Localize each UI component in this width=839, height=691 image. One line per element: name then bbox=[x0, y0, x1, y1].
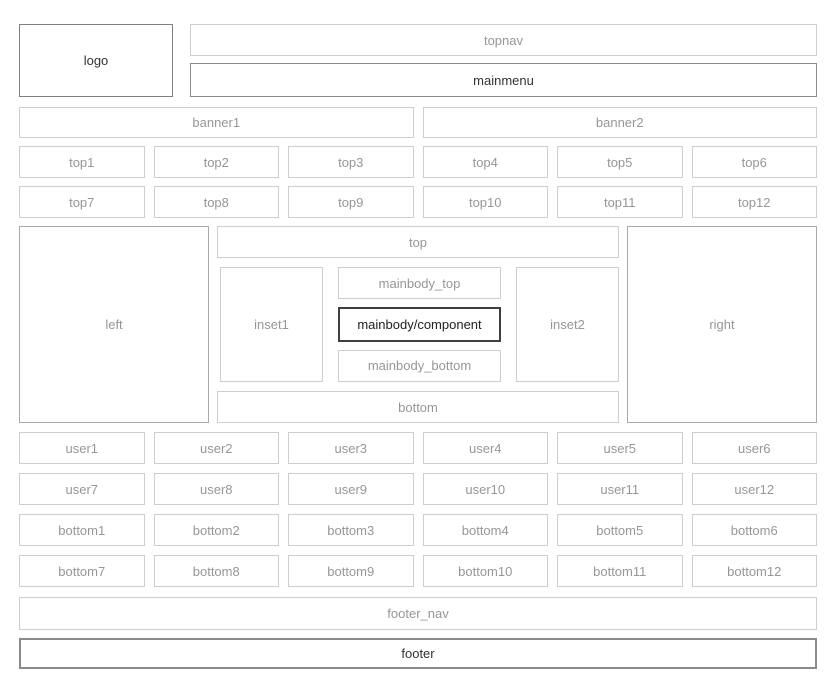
position-footer-nav: footer_nav bbox=[19, 597, 817, 630]
position-user10: user10 bbox=[422, 473, 548, 505]
top-row-2: top7 top8 top9 top10 top11 top12 bbox=[19, 186, 817, 218]
middle-section: left top inset1 mainbody_top mainbody/co… bbox=[19, 226, 817, 423]
position-logo: logo bbox=[19, 24, 173, 97]
position-user3: user3 bbox=[288, 432, 414, 464]
position-user5: user5 bbox=[557, 432, 683, 464]
position-top11: top11 bbox=[557, 186, 683, 218]
position-user4: user4 bbox=[422, 432, 548, 464]
position-user2: user2 bbox=[153, 432, 279, 464]
position-bottom1: bottom1 bbox=[19, 514, 145, 546]
header-menus: topnav mainmenu bbox=[190, 24, 817, 97]
position-top1: top1 bbox=[19, 146, 145, 178]
position-top2: top2 bbox=[153, 146, 279, 178]
center-column: top inset1 mainbody_top mainbody/compone… bbox=[217, 226, 619, 423]
position-inset2: inset2 bbox=[516, 267, 619, 382]
position-top3: top3 bbox=[288, 146, 414, 178]
position-user12: user12 bbox=[691, 473, 817, 505]
position-inset1: inset1 bbox=[220, 267, 323, 382]
position-top4: top4 bbox=[422, 146, 548, 178]
position-top12: top12 bbox=[691, 186, 817, 218]
position-mainbody-component: mainbody/component bbox=[338, 307, 501, 342]
position-mainbody-bottom: mainbody_bottom bbox=[338, 349, 501, 382]
position-right: right bbox=[627, 226, 817, 423]
position-bottom5: bottom5 bbox=[557, 514, 683, 546]
position-top6: top6 bbox=[691, 146, 817, 178]
position-user6: user6 bbox=[691, 432, 817, 464]
position-user11: user11 bbox=[557, 473, 683, 505]
position-user9: user9 bbox=[288, 473, 414, 505]
banner-row: banner1 banner2 bbox=[19, 107, 817, 138]
position-topnav: topnav bbox=[190, 24, 817, 56]
position-banner2: banner2 bbox=[422, 107, 817, 138]
top-row-1: top1 top2 top3 top4 top5 top6 bbox=[19, 146, 817, 178]
position-bottom11: bottom11 bbox=[557, 555, 683, 587]
position-bottom4: bottom4 bbox=[422, 514, 548, 546]
bottom-row-1: bottom1 bottom2 bottom3 bottom4 bottom5 … bbox=[19, 514, 817, 546]
position-top7: top7 bbox=[19, 186, 145, 218]
position-bottom10: bottom10 bbox=[422, 555, 548, 587]
position-user7: user7 bbox=[19, 473, 145, 505]
position-top: top bbox=[217, 226, 619, 258]
position-top8: top8 bbox=[153, 186, 279, 218]
position-user8: user8 bbox=[153, 473, 279, 505]
position-top5: top5 bbox=[557, 146, 683, 178]
position-bottom7: bottom7 bbox=[19, 555, 145, 587]
position-top10: top10 bbox=[422, 186, 548, 218]
user-row-2: user7 user8 user9 user10 user11 user12 bbox=[19, 473, 817, 505]
position-mainmenu: mainmenu bbox=[190, 63, 817, 97]
position-left: left bbox=[19, 226, 209, 423]
position-top9: top9 bbox=[288, 186, 414, 218]
position-bottom6: bottom6 bbox=[691, 514, 817, 546]
position-mainbody-top: mainbody_top bbox=[338, 267, 501, 300]
mainbody-row: inset1 mainbody_top mainbody/component m… bbox=[220, 267, 619, 382]
position-footer: footer bbox=[19, 638, 817, 669]
position-user1: user1 bbox=[19, 432, 145, 464]
bottom-row-2: bottom7 bottom8 bottom9 bottom10 bottom1… bbox=[19, 555, 817, 587]
position-bottom8: bottom8 bbox=[153, 555, 279, 587]
position-bottom9: bottom9 bbox=[288, 555, 414, 587]
position-banner1: banner1 bbox=[19, 107, 414, 138]
position-bottom2: bottom2 bbox=[153, 514, 279, 546]
position-bottom12: bottom12 bbox=[691, 555, 817, 587]
position-bottom: bottom bbox=[217, 391, 619, 423]
header-row: logo topnav mainmenu bbox=[19, 24, 817, 97]
position-bottom3: bottom3 bbox=[288, 514, 414, 546]
mainbody-stack: mainbody_top mainbody/component mainbody… bbox=[338, 267, 501, 382]
user-row-1: user1 user2 user3 user4 user5 user6 bbox=[19, 432, 817, 464]
